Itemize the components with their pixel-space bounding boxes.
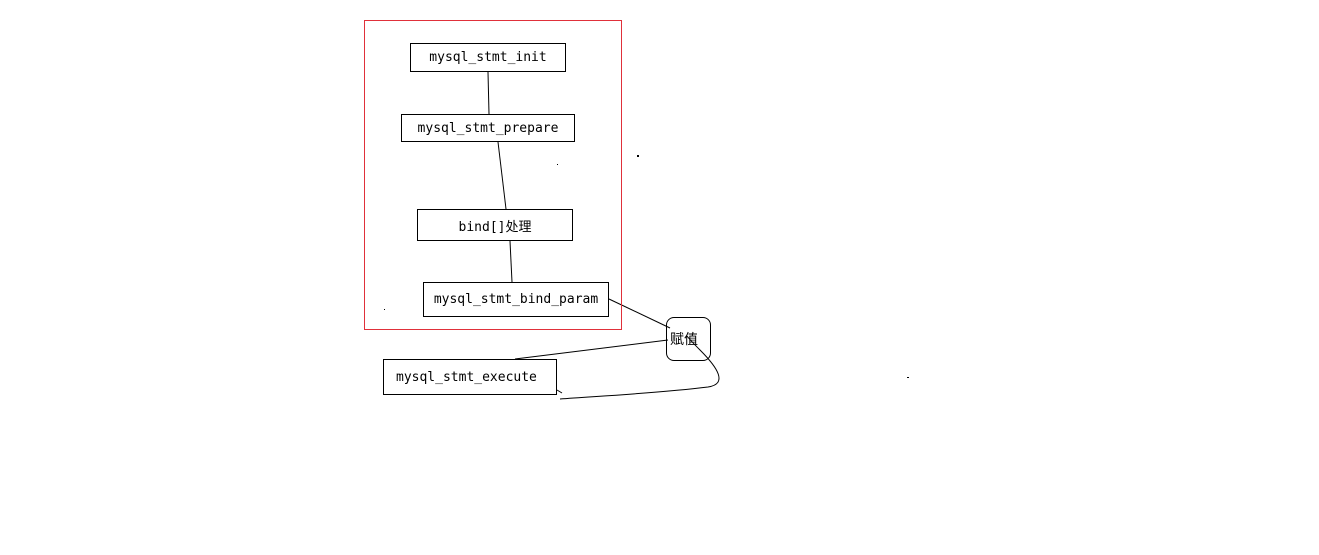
stray-dot [384,309,385,310]
edge-execute-loop-back [559,335,720,400]
edge-prepare-bind [497,141,507,210]
node-assign-value[interactable]: 赋值 [666,317,711,361]
edge-bind-param-assign [608,298,671,329]
stray-dot [907,377,909,378]
node-mysql-stmt-prepare[interactable]: mysql_stmt_prepare [401,114,575,142]
edge-bind-bind-param [509,240,513,283]
stray-dot [557,164,558,165]
statement-setup-group [364,20,622,330]
node-mysql-stmt-init[interactable]: mysql_stmt_init [410,43,566,72]
stray-dot [637,155,639,157]
node-mysql-stmt-execute[interactable]: mysql_stmt_execute [383,359,557,395]
node-bind-processing[interactable]: bind[]处理 [417,209,573,241]
node-mysql-stmt-bind-param[interactable]: mysql_stmt_bind_param [423,282,609,317]
edge-init-prepare [487,71,490,115]
loop-tail-tick [556,389,563,394]
edge-assign-execute [514,339,669,360]
